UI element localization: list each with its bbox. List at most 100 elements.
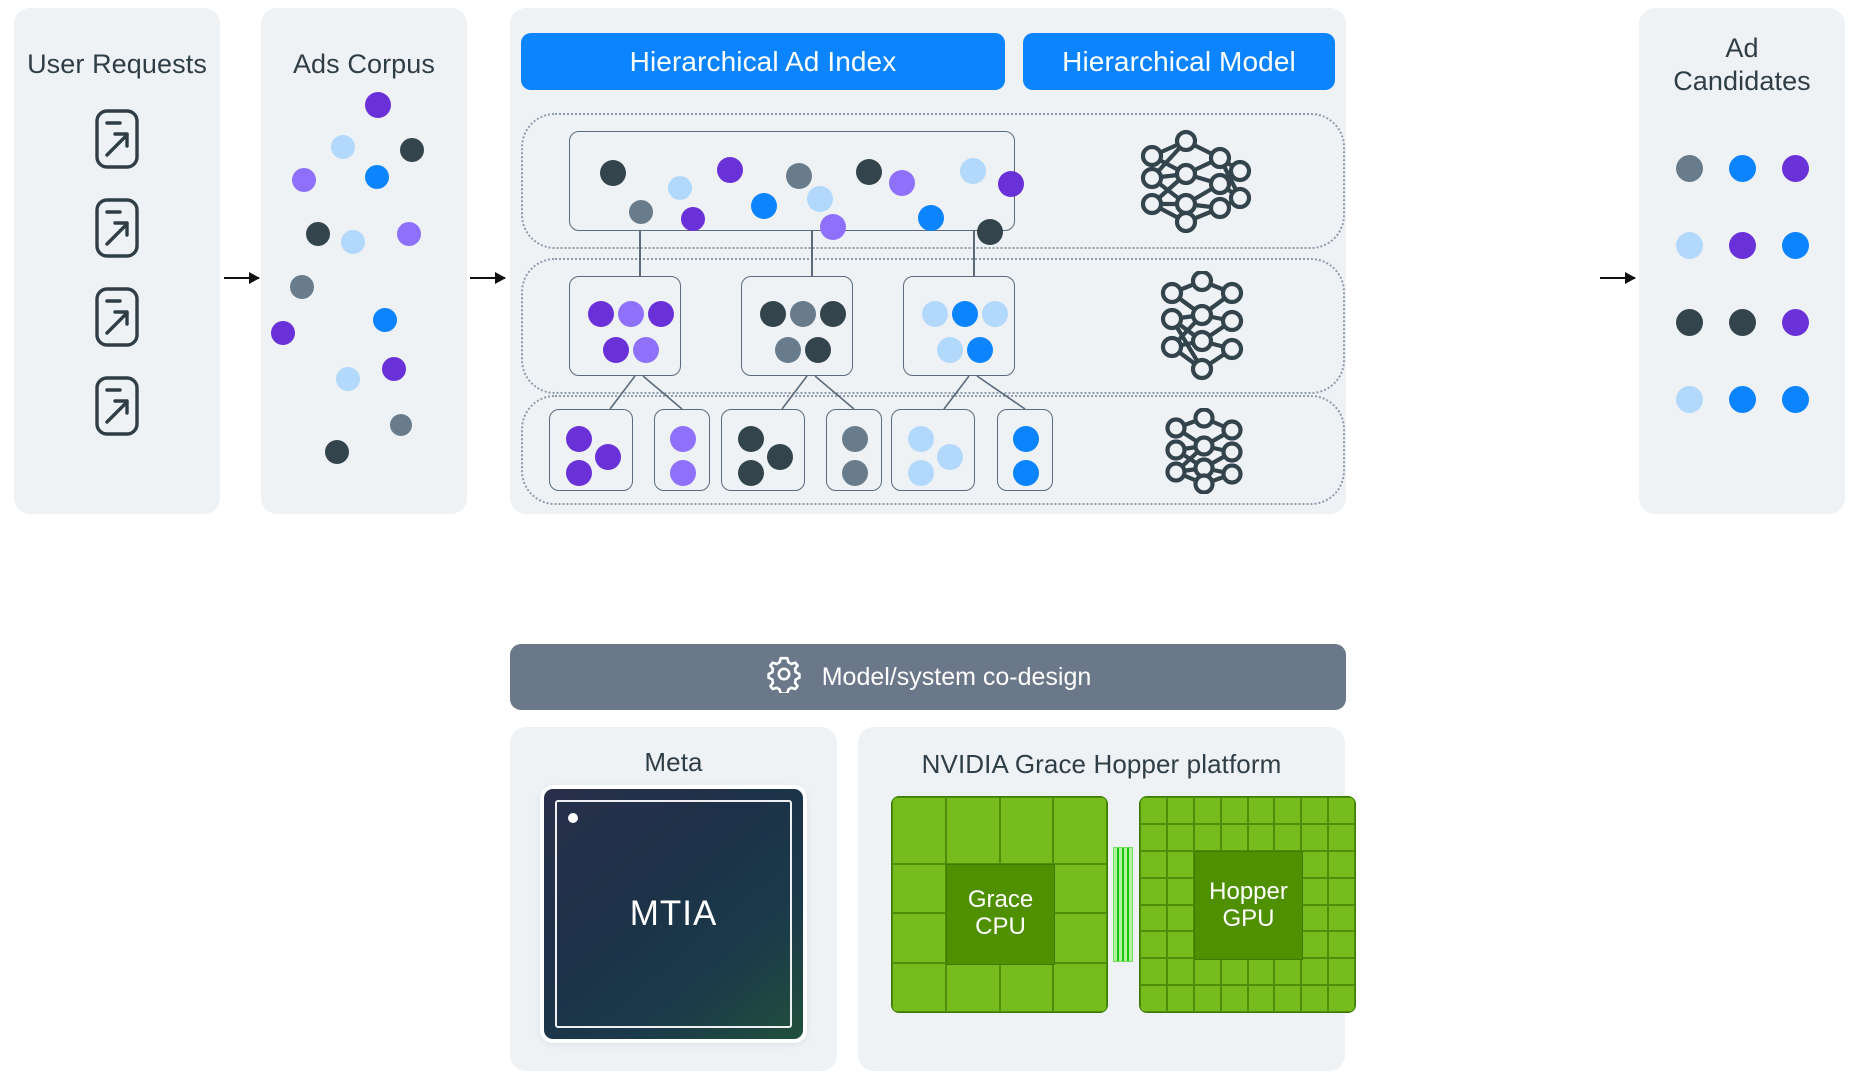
- hierarchy-dot: [588, 301, 614, 327]
- hopper-gpu-cell: [1193, 823, 1221, 851]
- hierarchy-dot: [937, 444, 963, 470]
- hierarchy-dot: [820, 214, 846, 240]
- tier-root: [521, 113, 1345, 249]
- hopper-gpu-cell: [1166, 823, 1194, 851]
- hopper-gpu-cell: [1328, 877, 1355, 905]
- tree-connector: [811, 231, 813, 276]
- mtia-chip-border: [555, 800, 792, 1028]
- hopper-gpu-cell: [1328, 958, 1355, 986]
- neural-network-small-icon: [1158, 407, 1252, 499]
- corpus-dot: [390, 414, 412, 436]
- hopper-gpu-cell: [1140, 985, 1167, 1012]
- tier-mid: [521, 258, 1345, 394]
- codesign-label: Model/system co-design: [821, 662, 1092, 691]
- panel-user-requests: User Requests: [14, 8, 220, 514]
- corpus-dot: [325, 440, 349, 464]
- neural-network-large-icon: [1130, 126, 1254, 241]
- neural-network-medium-icon: [1152, 269, 1252, 388]
- hierarchy-dot: [790, 301, 816, 327]
- hierarchical-ad-index-pill[interactable]: Hierarchical Ad Index: [521, 33, 1005, 90]
- hierarchy-dot: [918, 205, 944, 231]
- corpus-dot: [365, 165, 389, 189]
- hopper-gpu-cell: [1274, 958, 1302, 986]
- ad-candidate-dot: [1675, 386, 1703, 413]
- hopper-gpu-cell: [1140, 904, 1167, 932]
- panel-ads-corpus: Ads Corpus: [261, 8, 467, 514]
- mobile-request-icon: [94, 286, 140, 348]
- hierarchy-dot: [738, 426, 764, 452]
- meta-title: Meta: [644, 747, 703, 777]
- hierarchy-dot: [751, 193, 777, 219]
- corpus-dot: [331, 135, 355, 159]
- hopper-gpu-cell: [1328, 904, 1355, 932]
- ad-candidate-dot: [1675, 232, 1703, 259]
- hierarchy-dot: [717, 157, 743, 183]
- hierarchy-dot: [600, 160, 626, 186]
- hierarchy-dot: [786, 163, 812, 189]
- hierarchical-model-pill[interactable]: Hierarchical Model: [1023, 33, 1335, 90]
- hierarchy-dot: [820, 301, 846, 327]
- hierarchy-node-box: [741, 276, 853, 376]
- ad-candidate-dot: [1728, 309, 1756, 336]
- nvlink-interconnect: [1113, 847, 1133, 962]
- hierarchy-dot: [952, 301, 978, 327]
- hopper-gpu-cell: [1140, 931, 1167, 959]
- hierarchy-dot: [1013, 426, 1039, 452]
- hierarchy-node-box: [569, 276, 681, 376]
- ad-candidate-dot: [1781, 386, 1809, 413]
- hopper-gpu-cell: [1328, 985, 1355, 1012]
- hopper-gpu-cell: [1220, 797, 1248, 824]
- arrow-requests-to-corpus: [224, 272, 260, 284]
- mobile-request-icon: [94, 197, 140, 259]
- model-system-codesign-bar: Model/system co-design: [510, 644, 1346, 710]
- hopper-gpu-cell: [1140, 797, 1167, 824]
- gear-icon: [765, 655, 803, 700]
- hierarchy-dot: [603, 337, 629, 363]
- hopper-gpu-cell: [1301, 823, 1329, 851]
- mtia-chip-label: MTIA: [629, 894, 718, 933]
- hierarchy-dot: [967, 337, 993, 363]
- hopper-gpu-cell: [1166, 877, 1194, 905]
- mtia-orientation-dot: [568, 813, 578, 823]
- ad-candidate-row: [1639, 232, 1845, 259]
- hopper-gpu-cell: [1247, 985, 1275, 1012]
- ad-candidate-dot: [1675, 309, 1703, 336]
- user-request-icon-list: [14, 108, 220, 437]
- hierarchy-node-box: [997, 409, 1053, 491]
- hopper-gpu-cell: [1301, 877, 1329, 905]
- hopper-gpu-cell: [1220, 985, 1248, 1012]
- hierarchy-dot: [566, 426, 592, 452]
- hierarchy-node-box: [654, 409, 710, 491]
- ad-candidate-row: [1639, 386, 1845, 413]
- hopper-gpu-cell: [1274, 797, 1302, 824]
- hierarchy-dot: [889, 170, 915, 196]
- hierarchy-dot: [1013, 460, 1039, 486]
- hierarchy-node-box: [569, 131, 1024, 245]
- hopper-gpu-cell: [1301, 904, 1329, 932]
- hierarchy-dot: [908, 426, 934, 452]
- corpus-dot: [306, 222, 330, 246]
- hierarchy-dot: [767, 444, 793, 470]
- ad-candidate-dot: [1728, 155, 1756, 182]
- hopper-gpu-cell: [1166, 958, 1194, 986]
- hopper-gpu-cell: [1166, 931, 1194, 959]
- ad-candidate-dot: [1728, 386, 1756, 413]
- tier-leaf: [521, 395, 1345, 505]
- mobile-request-icon: [94, 375, 140, 437]
- hierarchy-node-box: [549, 409, 633, 491]
- ads-corpus-dot-cloud: [261, 8, 467, 514]
- ad-candidate-row: [1639, 309, 1845, 336]
- panel-hierarchical-system: Hierarchical Ad Index Hierarchical Model: [510, 8, 1346, 514]
- hopper-gpu-cell: [1247, 797, 1275, 824]
- hopper-gpu-cell: [1328, 797, 1355, 824]
- hopper-gpu-cell: [1193, 985, 1221, 1012]
- ad-candidate-dot: [1781, 155, 1809, 182]
- arrow-index-to-candidates: [1600, 272, 1636, 284]
- hierarchy-dot: [856, 159, 882, 185]
- hierarchy-dot: [738, 460, 764, 486]
- hierarchy-dot: [633, 337, 659, 363]
- ad-candidate-dot: [1781, 309, 1809, 336]
- corpus-dot: [292, 168, 316, 192]
